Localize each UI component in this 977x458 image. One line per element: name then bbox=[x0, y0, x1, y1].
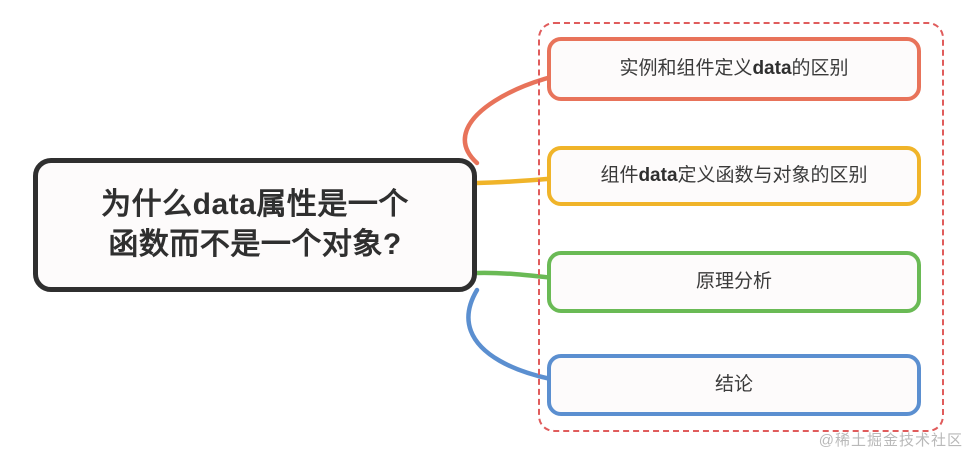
child-node-2-label-post: 定义函数与对象的区别 bbox=[677, 164, 868, 186]
child-node-2-label: 组件data定义函数与对象的区别 bbox=[600, 165, 867, 188]
root-node-label: 为什么data属性是一个 函数而不是一个对象? bbox=[101, 188, 409, 261]
child-node-2-label-bold: data bbox=[638, 164, 678, 186]
watermark: @稀土掘金技术社区 bbox=[818, 432, 963, 449]
child-node-1[interactable]: 实例和组件定义data的区别 bbox=[547, 37, 921, 101]
child-node-1-label-post: 的区别 bbox=[791, 57, 849, 79]
child-node-3-label: 原理分析 bbox=[696, 271, 772, 294]
child-node-3-label-pre: 原理分析 bbox=[695, 270, 772, 292]
child-node-2[interactable]: 组件data定义函数与对象的区别 bbox=[547, 146, 921, 206]
child-node-4-label-pre: 结论 bbox=[714, 373, 753, 395]
child-node-1-label-bold: data bbox=[752, 57, 792, 79]
child-node-1-label: 实例和组件定义data的区别 bbox=[619, 58, 848, 81]
child-node-4[interactable]: 结论 bbox=[547, 354, 921, 416]
child-node-4-label: 结论 bbox=[715, 374, 753, 397]
child-node-1-label-pre: 实例和组件定义 bbox=[619, 57, 753, 79]
child-node-3[interactable]: 原理分析 bbox=[547, 251, 921, 313]
root-node[interactable]: 为什么data属性是一个 函数而不是一个对象? bbox=[33, 158, 477, 292]
child-node-2-label-pre: 组件 bbox=[600, 164, 639, 186]
children-group-frame bbox=[538, 22, 944, 432]
